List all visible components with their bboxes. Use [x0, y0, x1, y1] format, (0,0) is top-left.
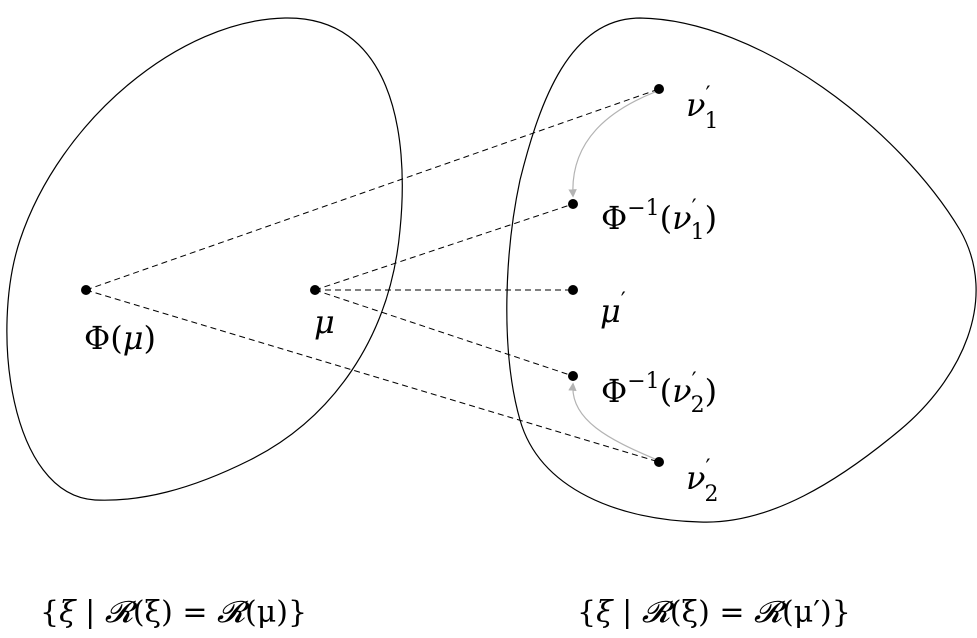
- point-phi-inv-nu1: [568, 199, 578, 209]
- point-phi-inv-nu2: [568, 371, 578, 381]
- label-nu2: ν′2: [686, 456, 718, 507]
- left-region-caption: {ξ | 𝓡(ξ) = 𝓡(μ)}: [40, 595, 307, 630]
- right-region-caption: {ξ | 𝓡(ξ) = 𝓡(μ′)}: [577, 595, 851, 630]
- label-mu: μ: [314, 303, 335, 341]
- point-phi-mu: [81, 285, 91, 295]
- label-mu-prime: μ′: [600, 289, 626, 330]
- point-nu2: [654, 457, 664, 467]
- left-region-outline: [6, 17, 403, 501]
- label-phi-inv-nu2: Φ−1(ν′2): [601, 369, 717, 418]
- point-mu-prime: [568, 285, 578, 295]
- label-phi-mu: Φ(μ): [84, 319, 156, 357]
- dashed-link-mu-phiinv-nu1: [314, 203, 574, 291]
- point-nu1: [654, 84, 664, 94]
- arrow-nu2-to-phiinv-nu2: [568, 382, 656, 460]
- dashed-link-phimu-nu1: [85, 88, 660, 291]
- dashed-link-mu-phiinv-nu2: [314, 289, 574, 377]
- point-mu: [310, 285, 320, 295]
- arrow-nu1-to-phiinv-nu1: [568, 91, 656, 198]
- label-phi-inv-nu1: Φ−1(ν′1): [601, 196, 717, 245]
- label-nu1: ν′1: [686, 83, 718, 134]
- right-region-outline: [506, 17, 977, 523]
